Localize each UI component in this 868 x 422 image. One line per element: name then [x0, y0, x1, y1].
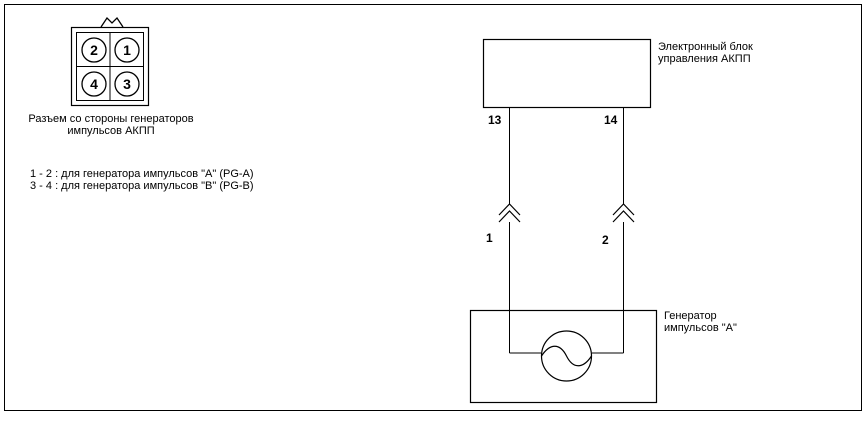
connector-housing-outer [70, 26, 150, 107]
ecu-label-line1: Электронный блок [658, 41, 753, 53]
connector-pin-4 [81, 71, 107, 97]
legend-line-2: 3 - 4 : для генератора импульсов "B" (PG… [30, 180, 254, 192]
connector-latch [100, 16, 124, 28]
connector-pin-label: 1 [123, 42, 131, 58]
diagram-frame [4, 4, 862, 411]
connector-pin-1 [114, 37, 140, 63]
ecu-block: Электронный блок управления АКПП 13 14 [482, 38, 753, 127]
pulse-generator-label-line1: Генератор [664, 310, 717, 322]
connector-pin-label: 2 [90, 42, 98, 58]
pulse-generator-label-line2: импульсов "A" [664, 322, 737, 334]
pulse-generator-box [469, 309, 658, 404]
connector-pin-label: 3 [123, 76, 131, 92]
connector-caption-line2: импульсов АКПП [67, 125, 154, 137]
ac-wave-icon [540, 345, 593, 367]
connector-pin-2 [81, 37, 107, 63]
connector-face-view: 2 1 4 3 Разъем со стороны генераторов им… [28, 16, 194, 137]
ecu-terminal-13: 13 [488, 113, 502, 127]
legend-line-1: 1 - 2 : для генератора импульсов "A" (PG… [30, 168, 254, 180]
wiring: 1 2 [486, 107, 635, 354]
inline-connector-2-icon [612, 203, 635, 223]
inline-connector-2-label: 2 [602, 233, 609, 247]
connector-pin-label: 4 [90, 76, 98, 92]
inline-connector-1-icon [498, 203, 521, 223]
inline-connector-1-label: 1 [486, 231, 493, 245]
ecu-box [482, 38, 652, 109]
ecu-terminal-14: 14 [604, 113, 618, 127]
connector-pin-3 [114, 71, 140, 97]
pin-legend: 1 - 2 : для генератора импульсов "A" (PG… [30, 168, 254, 192]
connector-caption-line1: Разъем со стороны генераторов [28, 113, 193, 125]
ecu-label-line2: управления АКПП [658, 53, 751, 65]
pulse-generator: Генератор импульсов "A" [469, 309, 737, 404]
